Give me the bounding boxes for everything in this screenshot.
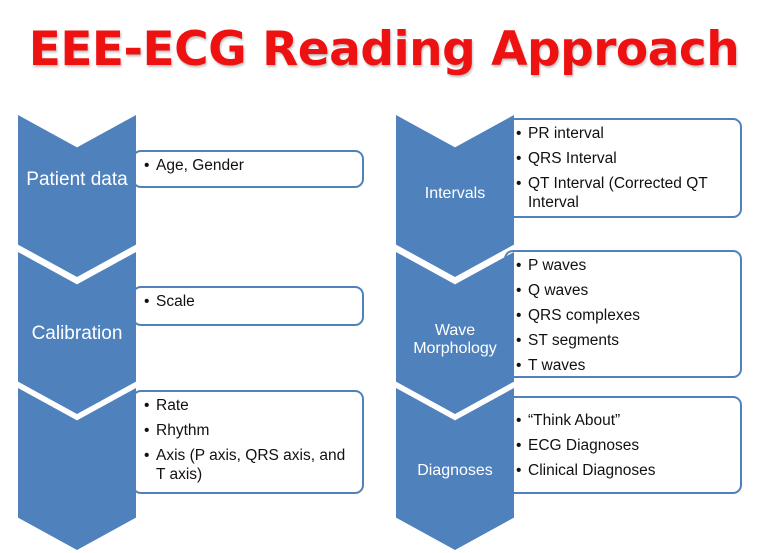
left-step-3-box: Rate Rhythm Axis (P axis, QRS axis, and … — [132, 390, 364, 494]
bullet-item: Rate — [144, 396, 356, 415]
bullet-item: “Think About” — [516, 411, 734, 430]
left-step-1-box: Age, Gender — [132, 150, 364, 188]
bullet-item: ECG Diagnoses — [516, 436, 734, 455]
bullet-item: Age, Gender — [144, 156, 356, 175]
bullet-item: Axis (P axis, QRS axis, and T axis) — [144, 446, 356, 484]
bullet-item: QRS Interval — [516, 149, 734, 168]
right-step-2-box: P waves Q waves QRS complexes ST segment… — [504, 250, 742, 378]
left-step-1-chevron — [18, 115, 136, 277]
diagram-title: EEE-ECG Reading Approach — [28, 22, 740, 77]
right-step-3-box: “Think About” ECG Diagnoses Clinical Dia… — [504, 396, 742, 494]
right-step-2-label: Wave Morphology — [413, 322, 497, 358]
bullet-item: ST segments — [516, 331, 734, 350]
bullet-item: Rhythm — [144, 421, 356, 440]
bullet-item: Scale — [144, 292, 356, 311]
bullet-item: QT Interval (Corrected QT Interval — [516, 174, 734, 212]
left-step-1-label: Patient data — [26, 169, 128, 190]
bullet-item: T waves — [516, 356, 734, 375]
right-step-3-label: Diagnoses — [417, 462, 493, 479]
right-step-1-label: Intervals — [424, 185, 486, 202]
bullet-item: Q waves — [516, 281, 734, 300]
left-step-2-label: Calibration — [31, 323, 123, 344]
left-step-2-box: Scale — [132, 286, 364, 326]
bullet-item: PR interval — [516, 124, 734, 143]
bullet-item: P waves — [516, 256, 734, 275]
bullet-item: Clinical Diagnoses — [516, 461, 734, 480]
bullet-item: QRS complexes — [516, 306, 734, 325]
right-step-1-box: PR interval QRS Interval QT Interval (Co… — [504, 118, 742, 218]
